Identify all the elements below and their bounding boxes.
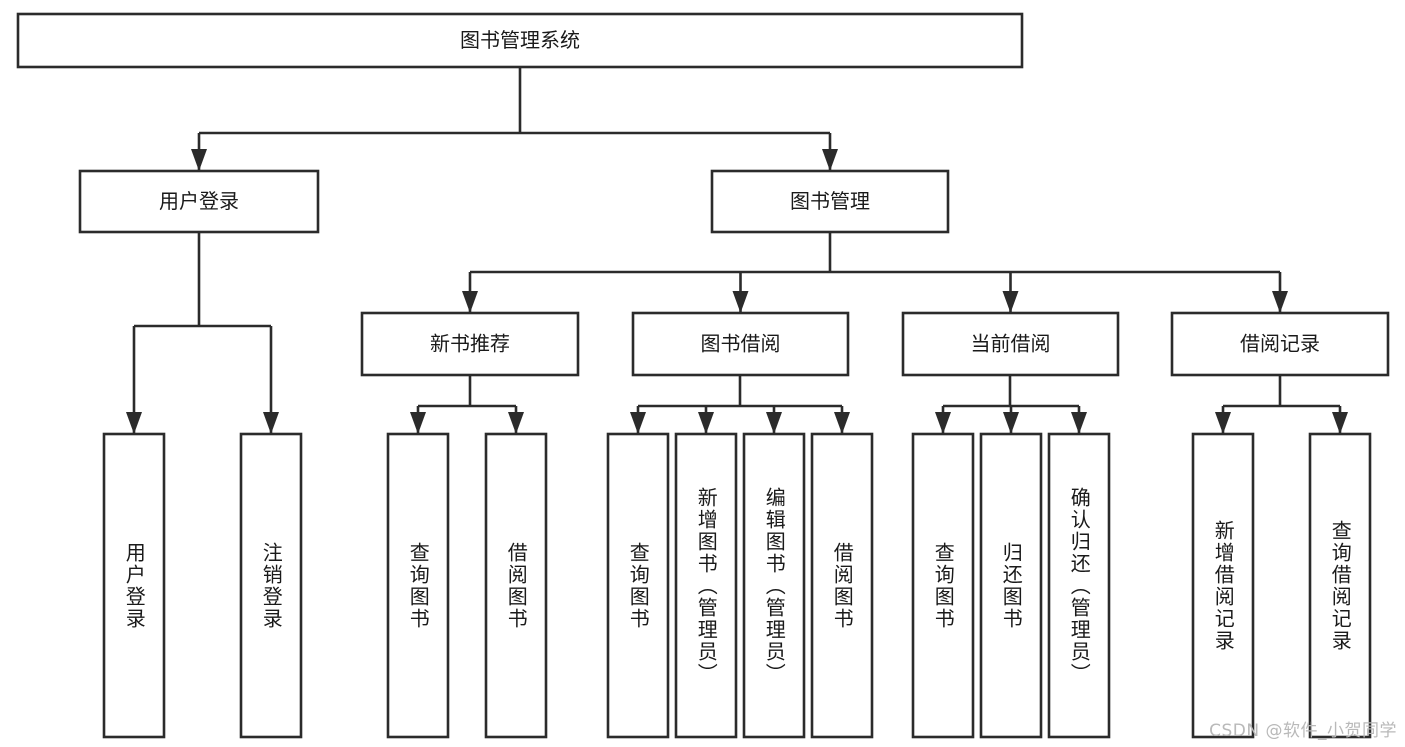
node-box-leaf-logout[interactable] [239, 432, 303, 739]
node-box-leaf-query-book-1[interactable] [386, 432, 450, 739]
arrow-head-icon [410, 412, 426, 434]
arrow-head-icon [263, 412, 279, 434]
node-box-leaf-query-book-2[interactable] [606, 432, 670, 739]
arrow-head-icon [1002, 291, 1019, 313]
arrow-head-icon [834, 412, 850, 434]
csdn-watermark: CSDN @软件_小贺同学 [1209, 721, 1397, 741]
node-box-leaf-borrow-book-2[interactable] [810, 432, 874, 739]
node-label-book-manage: 图书管理 [790, 189, 870, 213]
node-box-current-borrow[interactable] [901, 311, 1120, 377]
node-label-root: 图书管理系统 [460, 28, 580, 52]
node-box-leaf-edit-book[interactable] [742, 432, 806, 739]
arrow-head-icon [191, 149, 207, 171]
node-label-current-borrow: 当前借阅 [971, 332, 1051, 356]
node-label-borrow-record: 借阅记录 [1240, 332, 1320, 356]
node-box-leaf-user-login[interactable] [102, 432, 166, 739]
node-box-user-login[interactable] [78, 169, 320, 234]
connector-lines-group [126, 67, 1348, 434]
node-label-user-login: 用户登录 [159, 189, 239, 213]
node-label-new-book-rec: 新书推荐 [430, 332, 510, 356]
arrow-head-icon [732, 291, 749, 313]
node-box-root[interactable] [16, 12, 1024, 69]
node-boxes-group [16, 12, 1390, 739]
arrow-head-icon [630, 412, 646, 434]
node-box-leaf-query-record[interactable] [1308, 432, 1372, 739]
arrow-head-icon [126, 412, 142, 434]
arrow-head-icon [462, 291, 478, 313]
node-box-new-book-rec[interactable] [360, 311, 580, 377]
node-box-leaf-return-book[interactable] [979, 432, 1043, 739]
node-box-leaf-query-book-3[interactable] [911, 432, 975, 739]
node-box-leaf-add-record[interactable] [1191, 432, 1255, 739]
arrow-head-icon [698, 412, 714, 434]
node-box-book-borrow[interactable] [631, 311, 850, 377]
arrow-head-icon [822, 149, 838, 171]
arrow-head-icon [1071, 412, 1087, 434]
arrow-head-icon [1272, 291, 1288, 313]
node-box-leaf-add-book[interactable] [674, 432, 738, 739]
arrow-head-icon [766, 412, 782, 434]
node-label-book-borrow: 图书借阅 [701, 332, 781, 356]
arrow-head-icon [1215, 412, 1231, 434]
arrow-head-icon [508, 412, 524, 434]
node-box-leaf-confirm-return[interactable] [1047, 432, 1111, 739]
node-box-leaf-borrow-book-1[interactable] [484, 432, 548, 739]
node-box-borrow-record[interactable] [1170, 311, 1390, 377]
arrow-head-icon [1332, 412, 1348, 434]
arrow-head-icon [1003, 412, 1019, 434]
node-box-book-manage[interactable] [710, 169, 950, 234]
arrow-head-icon [935, 412, 951, 434]
